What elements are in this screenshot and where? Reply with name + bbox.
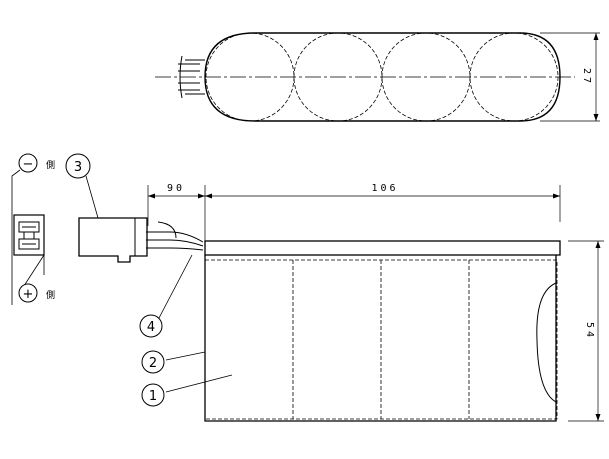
connector-housing <box>78 217 148 263</box>
pack-top-strip <box>204 240 561 256</box>
connector-end-slot-bottom <box>18 238 40 250</box>
callout-2-circle <box>141 350 165 374</box>
callout-1-leader <box>165 374 233 393</box>
callout-3-leader <box>85 175 99 219</box>
callout-4-circle <box>139 314 163 338</box>
callout-4-leader <box>158 254 193 319</box>
connector-end-view <box>13 214 45 256</box>
neg-symbol: − <box>23 157 34 172</box>
connector-end-slot-top <box>18 221 40 233</box>
neg-side-label: 側 <box>46 159 55 171</box>
lead-wires <box>146 221 204 251</box>
pack-end-bulge <box>536 282 557 403</box>
dim-90-text: 90 <box>167 183 185 194</box>
callout-3-label: 3 <box>74 160 82 175</box>
callout-leaders <box>85 175 233 393</box>
front-view <box>147 185 604 422</box>
pack-sleeve-outline <box>204 255 557 422</box>
pos-leader <box>19 238 45 293</box>
connector-end-detail <box>22 226 36 245</box>
pos-side-label: 側 <box>46 289 55 301</box>
pos-terminal-marker <box>18 283 38 303</box>
callout-1-label: 1 <box>149 389 157 404</box>
neg-leader <box>11 169 21 305</box>
top-lead-stub <box>178 55 205 99</box>
neg-terminal-marker <box>18 153 38 173</box>
top-view <box>155 32 600 122</box>
dim-27-text: 27 <box>581 68 592 86</box>
dim-106-text: 106 <box>371 183 398 194</box>
dim-54-text: 54 <box>584 322 595 340</box>
pos-symbol: + <box>23 287 34 302</box>
callout-4-label: 4 <box>147 320 155 335</box>
callout-2-label: 2 <box>149 356 157 371</box>
connector-assembly <box>11 169 204 305</box>
callout-2-leader <box>165 351 206 361</box>
callout-3-circle <box>65 153 91 179</box>
callout-1-circle <box>141 383 165 407</box>
